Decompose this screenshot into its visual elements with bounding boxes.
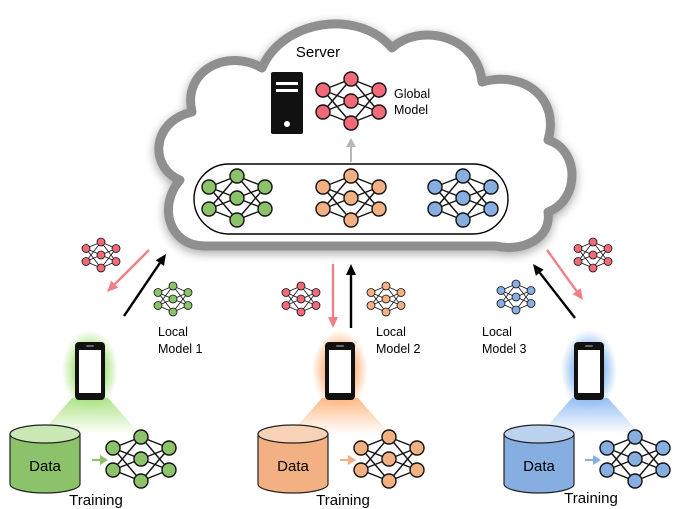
global-model-label-line1: Global [394,87,430,101]
server-tower-icon [271,72,303,134]
local-model-1-label-line1: Local [158,325,188,339]
train-arrow [585,455,601,465]
smartphone-icon [75,342,105,400]
uplink-arrow-1 [123,254,166,317]
aggregated-model-1-icon [201,168,273,228]
uplink-local-model-2-icon [366,281,406,317]
client-1: Data Training [9,330,140,509]
global-model-icon [315,71,387,131]
training-model-1-icon [105,429,177,489]
smartphone-icon [574,342,604,400]
client-training-models [105,429,671,489]
train-arrow [340,455,356,465]
uplink-arrow-2 [346,264,356,328]
downlink-arrow-2 [328,264,338,328]
local-model-2-label-line2: Model 2 [376,342,421,356]
training-model-2-icon [353,429,425,489]
global-model-icon [315,71,387,131]
downlink-global-model-3-icon [573,237,613,273]
training-label: Training [316,492,370,509]
local-model-2-label-line1: Local [376,325,406,339]
aggregated-local-models [201,168,499,228]
client-3: Data Training [503,330,640,507]
aggregated-model-3-icon [427,168,499,228]
data-label: Data [29,458,61,475]
database-cylinder-icon [257,424,329,494]
downlink-global-model-1-icon [81,237,121,273]
local-model-3-label-line2: Model 3 [482,342,527,356]
transfer-arrows [107,249,583,328]
downlink-arrow-1 [107,249,150,292]
data-label: Data [277,458,309,475]
training-label: Training [69,492,123,509]
uplink-arrow-3 [533,264,576,319]
data-label: Data [523,458,555,475]
global-model-label-line2: Model [394,103,428,117]
aggregated-model-2-icon [315,168,387,228]
database-cylinder-icon [503,424,575,494]
transferred-models [81,237,613,317]
downlink-global-model-2-icon [281,281,321,317]
training-model-3-icon [599,429,671,489]
uplink-local-model-3-icon [496,279,536,315]
uplink-local-model-1-icon [153,281,193,317]
client-2: Data Training [257,330,390,509]
local-model-1-label-line2: Model 1 [158,342,203,356]
smartphone-icon [325,342,355,400]
train-arrow [92,455,108,465]
local-model-3-label-line1: Local [482,325,512,339]
aggregate-arrow [346,138,356,162]
server-title: Server [296,44,340,61]
database-cylinder-icon [9,424,81,494]
downlink-arrow-3 [546,249,583,300]
training-label: Training [564,490,618,507]
